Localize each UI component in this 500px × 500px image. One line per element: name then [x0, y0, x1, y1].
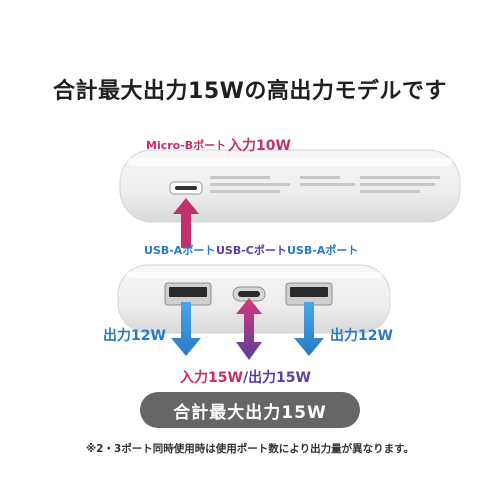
page-title: 合計最大出力15Wの高出力モデルです — [53, 79, 447, 104]
footnote: ※2・3ポート同時使用時は使用ポート数により出力量が異なります。 — [85, 443, 415, 455]
power-bank-side-view — [119, 149, 461, 223]
usb-a-right-output-rate: 出力12W — [330, 328, 393, 344]
usb-a-right-output-arrow-icon — [294, 302, 324, 356]
micro-b-port — [169, 181, 203, 195]
usb-c-rate-separator: / — [242, 370, 249, 386]
micro-b-input-rate: 入力10W — [228, 138, 291, 154]
usb-a-left-port-label: USB-Aポート — [144, 244, 216, 257]
usb-a-port-left — [164, 282, 212, 306]
usb-c-input-rate: 入力15W — [180, 370, 243, 386]
usb-a-left-output-arrow-icon — [171, 302, 201, 356]
usb-a-right-port-label: USB-Aポート — [287, 244, 359, 257]
micro-b-port-label: Micro-Bポート — [146, 139, 227, 152]
usb-c-port — [232, 286, 266, 302]
usb-c-output-rate: 出力15W — [248, 370, 311, 386]
total-output-badge: 合計最大出力15W — [140, 392, 360, 428]
usb-c-bidirectional-arrow-icon — [236, 298, 262, 360]
usb-a-left-output-rate: 出力12W — [103, 328, 166, 344]
micro-b-input-arrow-icon — [173, 198, 199, 248]
usb-c-rate: 入力15W/出力15W — [180, 367, 311, 387]
usb-c-port-label: USB-Cポート — [216, 244, 287, 257]
usb-a-port-right — [285, 282, 333, 306]
